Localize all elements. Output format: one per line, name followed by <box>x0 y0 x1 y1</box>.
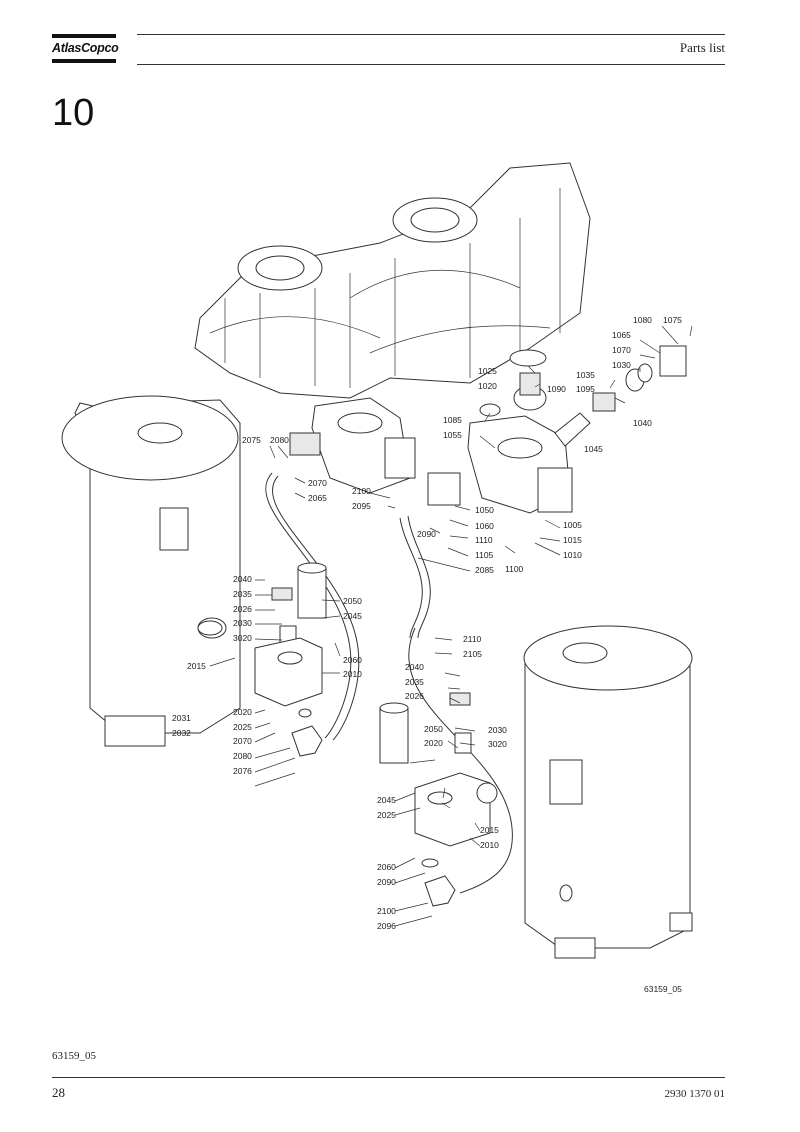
callout-2040-right: 2040 <box>405 662 424 672</box>
callout-2080-lower: 2080 <box>233 751 252 761</box>
hose-left-outer <box>271 475 360 741</box>
hose-lower <box>408 627 513 894</box>
callout-2100: 2100 <box>352 486 371 496</box>
atlas-copco-logo: AtlasCopco <box>52 34 119 66</box>
callout-3020: 3020 <box>233 633 252 643</box>
callout-labels: 1080 1075 1065 1070 1030 1035 1095 1040 … <box>172 315 682 994</box>
callout-1085: 1085 <box>443 415 462 425</box>
callout-1095: 1095 <box>576 384 595 394</box>
callout-1105: 1105 <box>475 550 494 560</box>
exploded-parts-diagram: 1080 1075 1065 1070 1030 1035 1095 1040 … <box>50 148 750 1018</box>
callout-1010: 1010 <box>563 550 582 560</box>
callout-2010: 2010 <box>343 669 362 679</box>
callout-2030: 2030 <box>233 618 252 628</box>
callout-1110: 1110 <box>475 535 493 545</box>
callout-2032: 2032 <box>172 728 191 738</box>
callout-1075: 1075 <box>663 315 682 325</box>
callout-2015-right: 2015 <box>480 825 499 835</box>
oil-filter-group-left <box>197 562 327 757</box>
inlet-valve-assembly-right <box>427 349 573 514</box>
callout-3020-right: 3020 <box>488 739 507 749</box>
hose-left <box>265 472 352 739</box>
callout-2045-right: 2045 <box>377 795 396 805</box>
callout-1090: 1090 <box>547 384 566 394</box>
air-receiver-tank-right <box>523 625 693 959</box>
oil-filter-group-right <box>379 692 498 907</box>
compressor-element-housing <box>194 162 591 399</box>
callout-2090-right: 2090 <box>377 877 396 887</box>
document-number: 2930 1370 01 <box>664 1088 726 1100</box>
callout-2015: 2015 <box>187 661 206 671</box>
figure-reference: 63159_05 <box>644 984 682 994</box>
callout-2025: 2025 <box>233 722 252 732</box>
callout-2070: 2070 <box>308 478 327 488</box>
callout-1030: 1030 <box>612 360 631 370</box>
callout-2060: 2060 <box>343 655 362 665</box>
callout-2090: 2090 <box>417 529 436 539</box>
callout-2030-right: 2030 <box>488 725 507 735</box>
logo-wordmark: AtlasCopco <box>52 41 119 55</box>
hose-right-outer <box>407 515 431 639</box>
callout-2010-right: 2010 <box>480 840 499 850</box>
callout-2050: 2050 <box>343 596 362 606</box>
blow-off-valve-assembly <box>554 345 687 447</box>
callout-1050: 1050 <box>475 505 494 515</box>
air-receiver-tank-left <box>61 395 241 747</box>
callout-2070-lower: 2070 <box>233 736 252 746</box>
callout-1015: 1015 <box>563 535 582 545</box>
callout-2060-right: 2060 <box>377 862 396 872</box>
callout-2026: 2026 <box>233 604 252 614</box>
figure-caption: 63159_05 <box>52 1050 96 1062</box>
logo-top-bar <box>52 34 116 38</box>
callout-2065: 2065 <box>308 493 327 503</box>
footer-rule <box>52 1077 725 1078</box>
callout-2105: 2105 <box>463 649 482 659</box>
callout-2095: 2095 <box>352 501 371 511</box>
callout-2026-right: 2026 <box>405 691 424 701</box>
hose-right <box>399 517 423 639</box>
callout-1070: 1070 <box>612 345 631 355</box>
logo-bottom-bar <box>52 59 116 63</box>
diagram-svg: 1080 1075 1065 1070 1030 1035 1095 1040 … <box>61 162 693 994</box>
callout-1040: 1040 <box>633 418 652 428</box>
callout-2020-right: 2020 <box>424 738 443 748</box>
callout-2080: 2080 <box>270 435 289 445</box>
callout-1005: 1005 <box>563 520 582 530</box>
callout-2110: 2110 <box>463 634 482 644</box>
callout-1060: 1060 <box>475 521 494 531</box>
callout-1045: 1045 <box>584 444 603 454</box>
callout-1080: 1080 <box>633 315 652 325</box>
callout-2031: 2031 <box>172 713 191 723</box>
callout-2076: 2076 <box>233 766 252 776</box>
callout-2050-right: 2050 <box>424 724 443 734</box>
callout-2040: 2040 <box>233 574 252 584</box>
header-rule-top <box>137 34 725 35</box>
callout-1025: 1025 <box>478 366 497 376</box>
callout-2020: 2020 <box>233 707 252 717</box>
inlet-valve-assembly-left <box>289 397 416 494</box>
callout-2025-right: 2025 <box>377 810 396 820</box>
header-rule-bottom <box>137 64 725 65</box>
callout-2075: 2075 <box>242 435 261 445</box>
callout-2035-right: 2035 <box>405 677 424 687</box>
section-number: 10 <box>52 92 95 134</box>
callout-2096: 2096 <box>377 921 396 931</box>
callout-1020: 1020 <box>478 381 497 391</box>
page-title: Parts list <box>679 40 725 55</box>
callout-1035: 1035 <box>576 370 595 380</box>
callout-2085: 2085 <box>475 565 494 575</box>
callout-1065: 1065 <box>612 330 631 340</box>
callout-2100-right: 2100 <box>377 906 396 916</box>
callout-1100: 1100 <box>505 564 524 574</box>
callout-1055: 1055 <box>443 430 462 440</box>
callout-2045: 2045 <box>343 611 362 621</box>
page-number: 28 <box>52 1085 65 1100</box>
callout-2035: 2035 <box>233 589 252 599</box>
callout-leader-lines <box>209 325 693 927</box>
